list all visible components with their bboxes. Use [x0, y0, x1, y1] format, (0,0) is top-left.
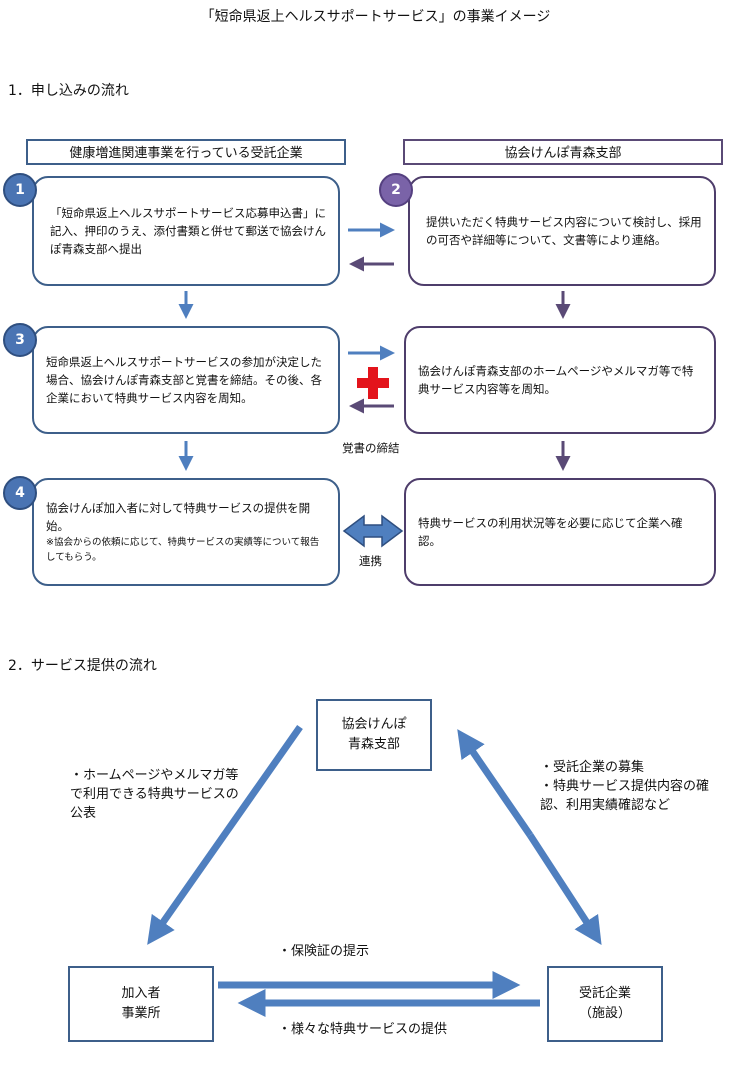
right-step3-card: 協会けんぽ青森支部のホームページやメルマガ等で特典サービス内容等を周知。 — [404, 326, 716, 434]
node-company: 受託企業 （施設） — [547, 966, 663, 1042]
agreement-label: 覚書の締結 — [342, 441, 400, 455]
arrow-kyokai-to-company — [527, 833, 602, 946]
step3-text: 短命県返上ヘルスサポートサービスの参加が決定した場合、協会けんぽ青森支部と覚書を… — [46, 355, 322, 405]
label-left-arrow: ・ホームページやメルマガ等で利用できる特典サービスの公表 — [70, 768, 239, 821]
arrow-kyokai-to-member — [147, 724, 303, 945]
cooperation-double-arrow — [342, 514, 404, 548]
section2-heading: 2．サービス提供の流れ — [8, 658, 157, 674]
step4-badge: 4 — [3, 476, 37, 510]
step4-text: 協会けんぽ加入者に対して特典サービスの提供を開始。 — [46, 501, 311, 533]
step3-card: 短命県返上ヘルスサポートサービスの参加が決定した場合、協会けんぽ青森支部と覚書を… — [32, 326, 340, 434]
step3-badge: 3 — [3, 323, 37, 357]
section1-heading: 1．申し込みの流れ — [8, 83, 129, 99]
right-step4-card: 特典サービスの利用状況等を必要に応じて企業へ確認。 — [404, 478, 716, 586]
node-kyokai: 協会けんぽ 青森支部 — [316, 699, 432, 771]
step2-badge: 2 — [379, 173, 413, 207]
label-service-provision: ・様々な特典サービスの提供 — [278, 1022, 448, 1037]
step2-card: 提供いただく特典サービス内容について検討し、採用の可否や詳細等について、文書等に… — [408, 176, 716, 286]
step1-card: 「短命県返上ヘルスサポートサービス応募申込書」に記入、押印のうえ、添付書類と併せ… — [32, 176, 340, 286]
arrow-company-to-kyokai — [457, 729, 533, 837]
step4-note: ※協会からの依頼に応じて、特典サービスの実績等について報告してもらう。 — [46, 537, 320, 563]
left-column-header: 健康増進関連事業を行っている受託企業 — [26, 139, 346, 165]
step1-badge: 1 — [3, 173, 37, 207]
page-title: 「短命県返上ヘルスサポートサービス」の事業イメージ — [200, 9, 551, 25]
step2-text: 提供いただく特典サービス内容について検討し、採用の可否や詳細等について、文書等に… — [426, 215, 702, 247]
label-right-arrow: ・受託企業の募集 ・特典サービス提供内容の確認、利用実績確認など — [540, 760, 710, 813]
label-id-card: ・保険証の提示 — [278, 944, 370, 959]
red-cross-icon — [357, 367, 389, 399]
cooperation-label: 連携 — [359, 554, 382, 568]
node-member: 加入者 事業所 — [68, 966, 214, 1042]
right-column-header: 協会けんぽ青森支部 — [403, 139, 723, 165]
step1-text: 「短命県返上ヘルスサポートサービス応募申込書」に記入、押印のうえ、添付書類と併せ… — [50, 206, 326, 256]
step4-card: 協会けんぽ加入者に対して特典サービスの提供を開始。 ※協会からの依頼に応じて、特… — [32, 478, 340, 586]
right-step3-text: 協会けんぽ青森支部のホームページやメルマガ等で特典サービス内容等を周知。 — [418, 364, 694, 396]
right-step4-text: 特典サービスの利用状況等を必要に応じて企業へ確認。 — [418, 516, 683, 548]
